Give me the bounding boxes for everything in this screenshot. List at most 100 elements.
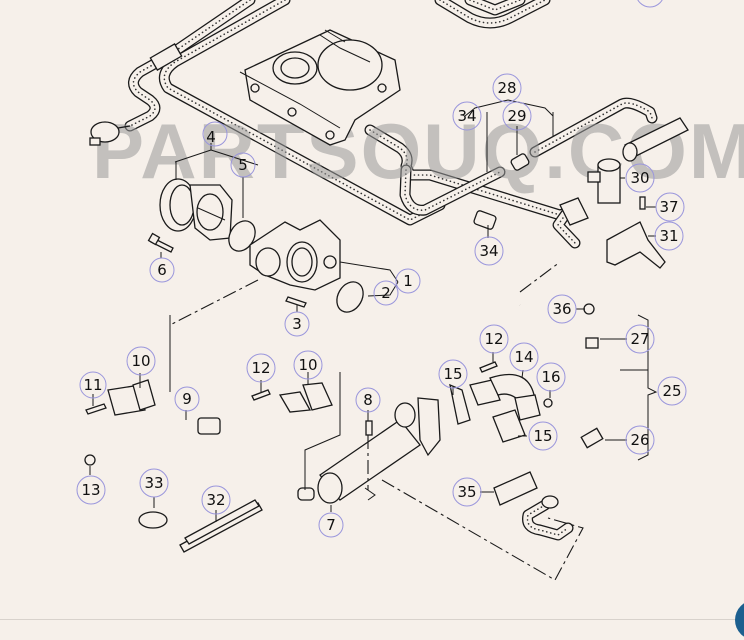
callout-33[interactable]: 33 xyxy=(139,468,169,498)
callout-label: 15 xyxy=(443,365,462,383)
callout-label: 28 xyxy=(497,79,516,97)
chat-button[interactable] xyxy=(735,600,744,640)
callout-label: 37 xyxy=(659,198,678,216)
callout-label: 8 xyxy=(363,391,373,409)
gasket-15-lower xyxy=(492,409,526,443)
callout-label: 12 xyxy=(251,359,270,377)
bolt-8 xyxy=(365,420,373,436)
callout-label: 29 xyxy=(507,107,526,125)
callout-label: 1 xyxy=(403,272,413,290)
callout-36[interactable]: 36 xyxy=(547,294,577,324)
egr-cooler xyxy=(297,397,441,504)
callout-label: 32 xyxy=(206,491,225,509)
fitting-right-top xyxy=(622,117,689,162)
hose-top-left xyxy=(124,0,256,132)
callout-8[interactable]: 8 xyxy=(355,387,381,413)
callout-label: 26 xyxy=(630,431,649,449)
throttle-valve-module xyxy=(159,178,233,241)
pressure-converter xyxy=(89,121,131,146)
callout-label: 16 xyxy=(541,368,560,386)
callout-2[interactable]: 2 xyxy=(373,280,399,306)
bolt-12-left xyxy=(251,389,271,401)
hose-right-upper xyxy=(529,97,658,158)
callout-3[interactable]: 3 xyxy=(284,311,310,337)
callout-label: 13 xyxy=(81,481,100,499)
callout-32[interactable]: 32 xyxy=(201,485,231,515)
callout-label: 4 xyxy=(206,128,216,146)
callout-26[interactable]: 26 xyxy=(625,425,655,455)
footer-divider xyxy=(0,619,744,620)
callout-label: 15 xyxy=(533,427,552,445)
callout-label: 10 xyxy=(131,352,150,370)
callout-35[interactable]: 35 xyxy=(452,477,482,507)
callout-27[interactable]: 27 xyxy=(625,324,655,354)
egr-pipe xyxy=(95,384,312,449)
callout-label: 3 xyxy=(292,315,302,333)
callout-15-upper[interactable]: 15 xyxy=(438,359,468,389)
callout-29[interactable]: 29 xyxy=(502,101,532,131)
callout-15-lower[interactable]: 15 xyxy=(528,421,558,451)
connector-29 xyxy=(510,153,530,171)
callout-25[interactable]: 25 xyxy=(657,376,687,406)
callout-label: 10 xyxy=(298,356,317,374)
callout-label: 31 xyxy=(659,227,678,245)
callout-13[interactable]: 13 xyxy=(76,475,106,505)
bolt-3 xyxy=(285,296,307,308)
callout-14[interactable]: 14 xyxy=(509,342,539,372)
callout-label: 6 xyxy=(157,261,167,279)
bolt-6 xyxy=(147,232,174,253)
callout-10-right[interactable]: 10 xyxy=(293,350,323,380)
callout-12-right[interactable]: 12 xyxy=(479,324,509,354)
callout-16[interactable]: 16 xyxy=(536,362,566,392)
gasket-10-right xyxy=(302,382,333,411)
nut-16 xyxy=(543,398,553,408)
connecting-pipe-14 xyxy=(469,373,541,421)
clamp-33 xyxy=(138,511,168,529)
nut-13 xyxy=(84,454,96,466)
callout-label: 5 xyxy=(238,156,248,174)
bolt-11 xyxy=(85,403,107,415)
callout-37[interactable]: 37 xyxy=(655,192,685,222)
callout-5[interactable]: 5 xyxy=(230,152,256,178)
callout-4[interactable]: 4 xyxy=(202,121,228,147)
callout-label: 34 xyxy=(479,242,498,260)
callout-12-left[interactable]: 12 xyxy=(246,353,276,383)
cylinder-head-cover xyxy=(239,29,401,146)
bolt-12-right xyxy=(479,361,498,373)
callout-label: 33 xyxy=(144,474,163,492)
solenoid-30 xyxy=(587,158,621,204)
callout-label: 30 xyxy=(630,169,649,187)
callout-label: 25 xyxy=(662,382,681,400)
callout-label: 27 xyxy=(630,330,649,348)
callout-1[interactable]: 1 xyxy=(395,268,421,294)
assembly-lines xyxy=(169,261,584,581)
hose-top-long xyxy=(158,0,446,226)
hose-top-right-loop xyxy=(434,0,551,29)
callout-10-left[interactable]: 10 xyxy=(126,346,156,376)
callout-label: 7 xyxy=(326,516,336,534)
o-ring-2 xyxy=(336,281,364,313)
bracket-31 xyxy=(606,221,666,269)
callout-30[interactable]: 30 xyxy=(625,163,655,193)
o-ring-5 xyxy=(228,220,256,252)
callout-34-upper[interactable]: 34 xyxy=(452,101,482,131)
callout-label: 14 xyxy=(514,348,533,366)
gasket-10-left xyxy=(132,379,156,411)
egr-valve xyxy=(249,219,341,291)
callout-label: 9 xyxy=(182,390,192,408)
callout-label: 36 xyxy=(552,300,571,318)
callout-11[interactable]: 11 xyxy=(79,371,107,399)
callout-28[interactable]: 28 xyxy=(492,73,522,103)
hose-holder xyxy=(149,43,183,71)
callout-6[interactable]: 6 xyxy=(149,257,175,283)
tool-32 xyxy=(179,499,263,553)
callout-7[interactable]: 7 xyxy=(318,512,344,538)
heat-shield-35 xyxy=(493,471,538,506)
callout-34-lower[interactable]: 34 xyxy=(474,236,504,266)
callout-label: 2 xyxy=(381,284,391,302)
callout-9[interactable]: 9 xyxy=(174,386,200,412)
callout-partial-top[interactable] xyxy=(636,0,664,8)
bolt-37 xyxy=(639,196,646,210)
callout-31[interactable]: 31 xyxy=(654,221,684,251)
